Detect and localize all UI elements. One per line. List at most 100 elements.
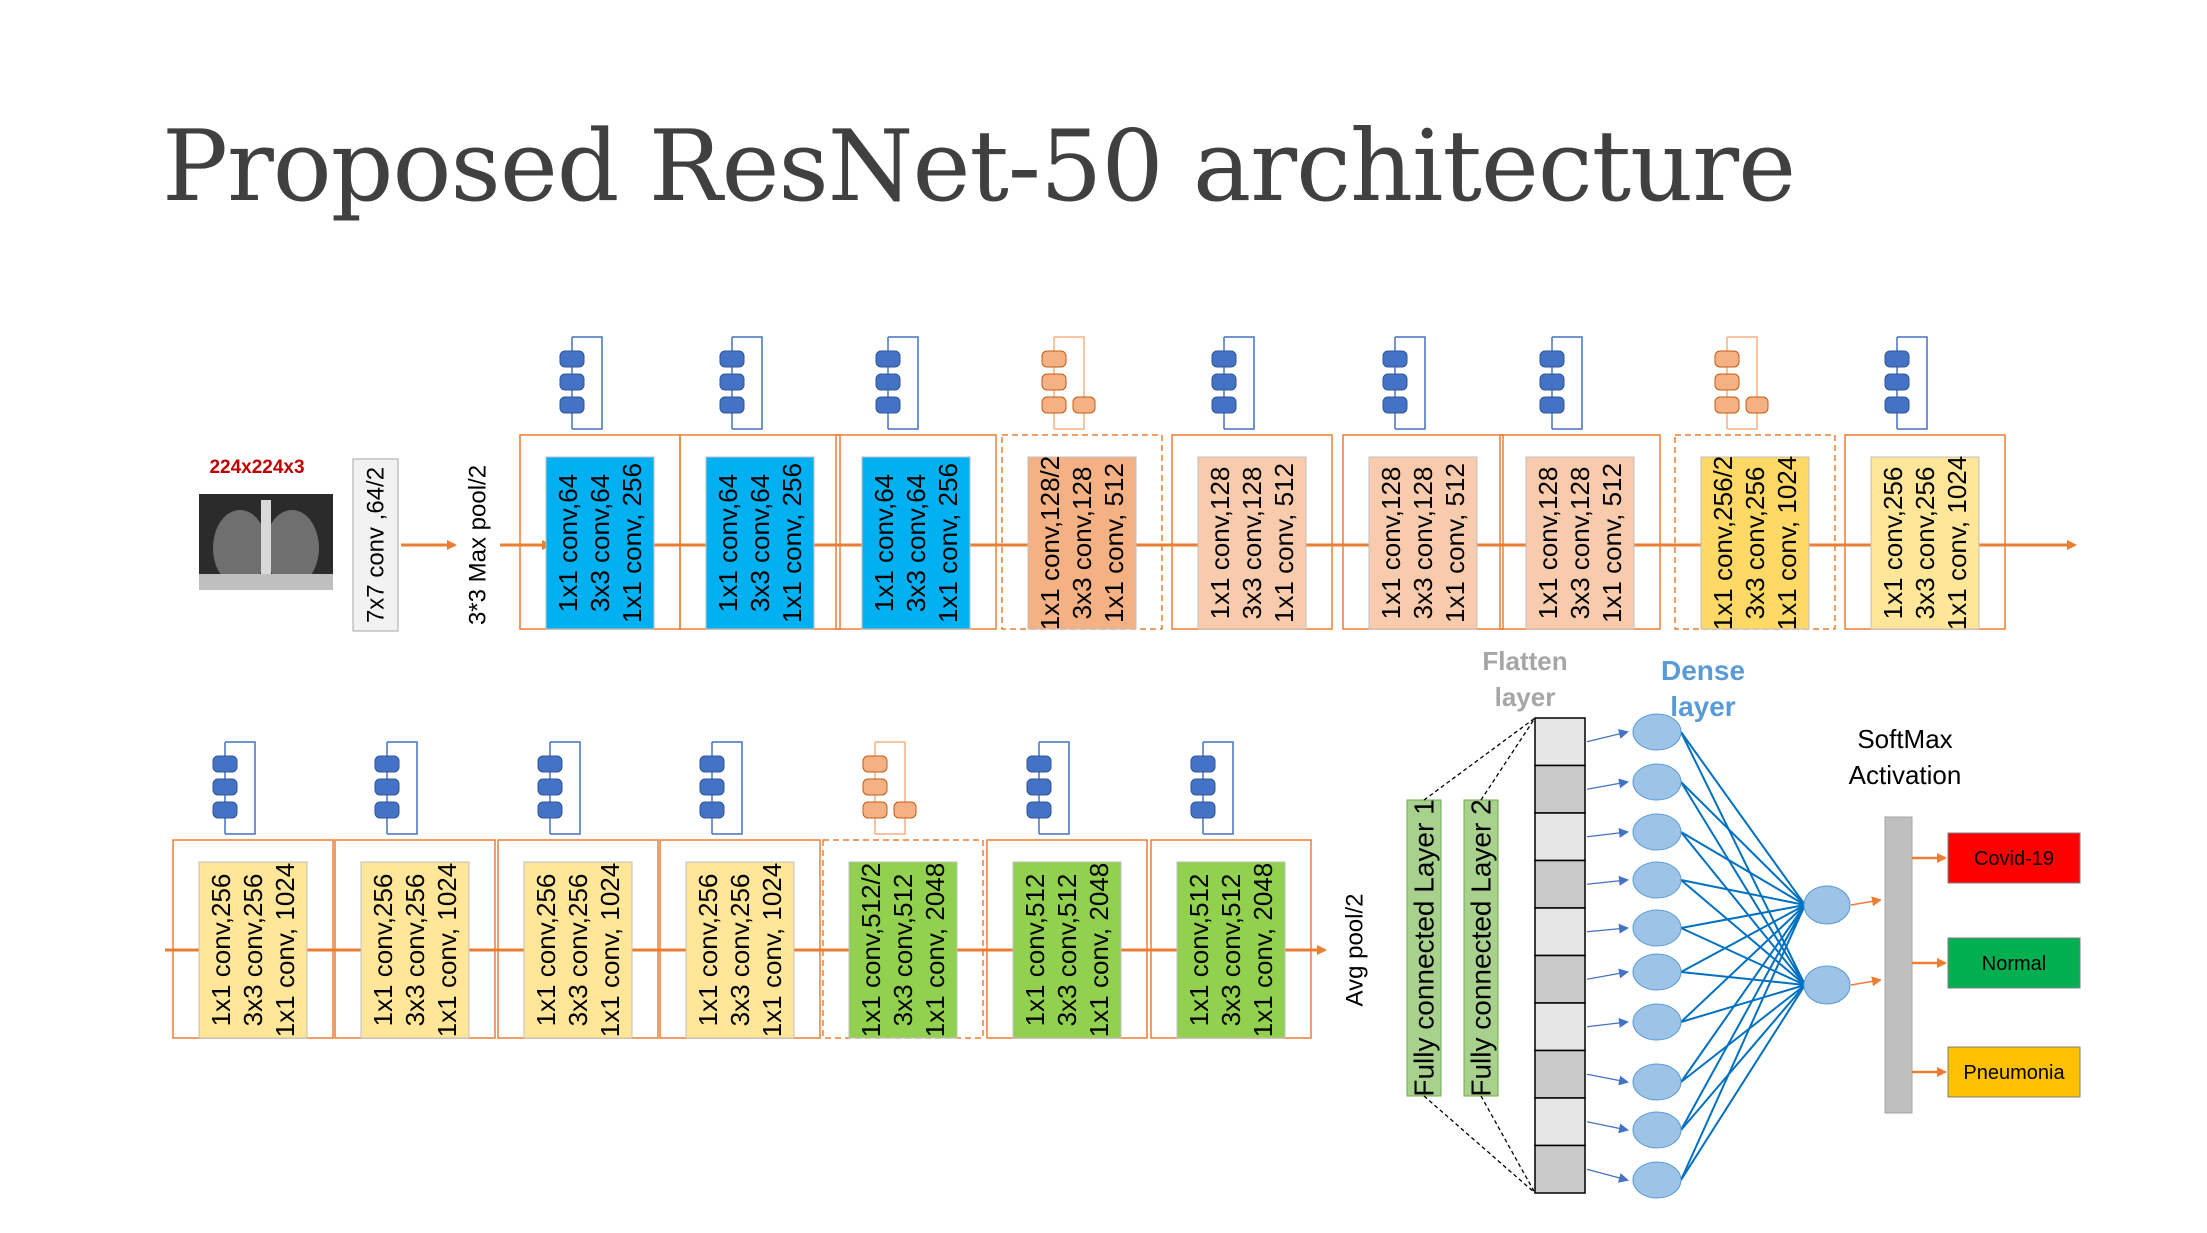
conv-line-label: 1x1 conv, 1024	[1942, 456, 1972, 630]
flatten-to-dense-arrow	[1586, 827, 1629, 838]
stacked-layers-icon	[212, 741, 256, 835]
conv-line-label: 1x1 conv, 2048	[920, 863, 950, 1037]
flatten-cell	[1534, 859, 1586, 909]
output-class-label: Covid-19	[1974, 848, 2054, 870]
row1-block	[1499, 434, 1661, 630]
dense-neuron	[1632, 1063, 1682, 1101]
conv-line-label: 1x1 conv, 1024	[757, 863, 787, 1037]
dense-label: Dense	[1661, 655, 1745, 686]
network-edge	[1680, 831, 1806, 986]
flatten-cell	[1534, 1097, 1586, 1147]
row2-block	[1150, 839, 1312, 1039]
row2-block	[822, 839, 984, 1039]
flatten-cell	[1534, 812, 1586, 862]
row1-block	[1674, 434, 1836, 630]
conv-line-label: 3x3 conv,64	[585, 474, 615, 612]
dense-neuron	[1632, 813, 1682, 851]
conv-block-box	[1368, 456, 1478, 630]
flatten-cell	[1534, 907, 1586, 957]
conv-block-box	[861, 456, 971, 630]
conv-line-label: 1x1 conv, 1024	[270, 863, 300, 1037]
output-neuron	[1803, 885, 1851, 925]
conv-line-label: 1x1 conv, 2048	[1248, 863, 1278, 1037]
flatten-label: Flatten	[1482, 646, 1567, 676]
network-edge	[1680, 731, 1806, 906]
network-edge	[1680, 904, 1806, 1083]
dashed-connector	[1480, 717, 1536, 801]
stacked-layers-icon	[875, 336, 919, 430]
conv-block-box	[360, 861, 470, 1039]
input-size-label: 224x224x3	[209, 457, 304, 478]
dense-neuron	[1632, 713, 1682, 751]
stacked-layers-icon	[559, 336, 603, 430]
conv-line-label: 1x1 conv,512/2	[856, 863, 886, 1037]
conv-line-label: 1x1 conv, 256	[933, 463, 963, 623]
stacked-layers-icon	[1382, 336, 1426, 430]
conv-line-label: 1x1 conv,128	[1533, 467, 1563, 620]
conv-line-label: 1x1 conv, 512	[1440, 463, 1470, 623]
flatten-to-dense-arrow	[1586, 1168, 1629, 1183]
softmax-label: SoftMax	[1857, 724, 1952, 754]
conv-line-label: 3x3 conv,128	[1565, 467, 1595, 620]
output-class-label: Pneumonia	[1963, 1062, 2065, 1084]
softmax-bar	[1884, 816, 1913, 1114]
conv-block-box	[685, 861, 795, 1039]
network-edge	[1680, 904, 1806, 973]
stacked-layers-icon	[1211, 336, 1255, 430]
stacked-layers-icon	[1026, 741, 1070, 835]
row2-block	[172, 839, 334, 1039]
conv-line-label: 3x3 conv,128	[1067, 467, 1097, 620]
row2-block	[334, 839, 496, 1039]
conv-line-label: 1x1 conv,512	[1020, 874, 1050, 1027]
conv-line-label: 3x3 conv,512	[1052, 874, 1082, 1027]
flatten-cell	[1534, 1144, 1586, 1194]
conv-block-box	[1012, 861, 1122, 1039]
conv-line-label: 1x1 conv,256	[693, 874, 723, 1027]
dense-neuron	[1632, 763, 1682, 801]
conv-block-box	[1870, 456, 1980, 630]
flatten-to-dense-arrow	[1586, 923, 1629, 934]
conv-block-box	[705, 456, 815, 630]
fc-layer-label: Fully connected Layer 2	[1466, 799, 1497, 1096]
conv-line-label: 3x3 conv,128	[1237, 467, 1267, 620]
conv-line-label: 1x1 conv,128/2	[1035, 456, 1065, 630]
conv-line-label: 1x1 conv, 2048	[1084, 863, 1114, 1037]
output-class-box	[1947, 832, 2081, 884]
network-edge	[1680, 927, 1806, 986]
dense-neuron	[1632, 909, 1682, 947]
conv-block-box	[545, 456, 655, 630]
flatten-cell	[1534, 764, 1586, 814]
conv-line-label: 1x1 conv,512	[1184, 874, 1214, 1027]
conv-block-box	[1700, 456, 1810, 630]
conv-block-box	[1197, 456, 1307, 630]
conv-block-box	[198, 861, 308, 1039]
network-edge	[1680, 984, 1806, 1181]
dense-label: layer	[1670, 691, 1735, 722]
flatten-to-dense-arrow	[1586, 968, 1629, 980]
dashed-connector	[1423, 1095, 1536, 1194]
stem-conv-label: 7x7 conv ,64/2	[363, 467, 390, 623]
output-neuron	[1803, 965, 1851, 1005]
stacked-layers-icon	[1190, 741, 1234, 835]
conv-line-label: 3x3 conv,128	[1408, 467, 1438, 620]
conv-line-label: 1x1 conv,256	[531, 874, 561, 1027]
conv-line-label: 1x1 conv, 512	[1597, 463, 1627, 623]
row1-block	[1171, 434, 1333, 630]
dense-neuron	[1632, 1111, 1682, 1149]
flatten-to-dense-arrow	[1586, 729, 1629, 743]
arrow	[1850, 976, 1882, 987]
output-class-box	[1947, 1046, 2081, 1098]
stacked-layers-icon	[1714, 336, 1769, 430]
conv-line-label: 1x1 conv,64	[869, 474, 899, 612]
row2-block	[497, 839, 659, 1039]
row1-block	[835, 434, 997, 630]
row1-block	[1844, 434, 2006, 630]
flatten-cell	[1534, 954, 1586, 1004]
conv-block-box	[1027, 456, 1137, 630]
row1-block	[1342, 434, 1504, 630]
conv-line-label: 3x3 conv,64	[901, 474, 931, 612]
conv-line-label: 1x1 conv,128	[1376, 467, 1406, 620]
maxpool-label: 3*3 Max pool/2	[465, 465, 492, 625]
